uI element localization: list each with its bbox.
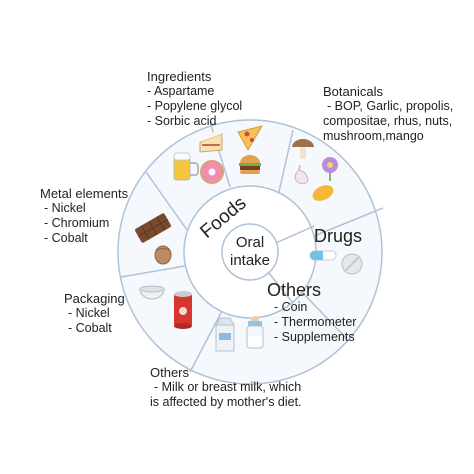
beer-mug-icon (173, 152, 199, 181)
botanicals-item: - BOP, Garlic, propolis, (327, 99, 454, 113)
baby-bottle-icon (246, 316, 264, 349)
packaging-title: Packaging (64, 291, 125, 306)
burger-icon (239, 155, 261, 174)
ingredients-item: - Aspartame (147, 84, 215, 98)
botanicals-item: compositae, rhus, nuts, (323, 114, 453, 128)
metal-elements-item: - Cobalt (44, 231, 88, 245)
tin-can-icon (174, 291, 192, 329)
nut-icon (154, 245, 172, 265)
garlic-icon (294, 164, 309, 185)
botanicals-item: mushroom,mango (323, 129, 424, 143)
ingredients-item: - Popylene glycol (147, 99, 243, 113)
others-bottom-group: Others - Milk or breast milk, which is a… (150, 365, 302, 410)
flower-icon (322, 157, 338, 181)
donut-icon (200, 160, 224, 184)
ingredients-title: Ingredients (147, 69, 212, 84)
capsule-icon (309, 250, 337, 261)
packaging-item: - Cobalt (68, 321, 112, 335)
center-text-line2: intake (230, 252, 270, 269)
others-right-item: - Supplements (274, 330, 355, 344)
mango-icon (312, 185, 334, 201)
mushroom-icon (292, 139, 314, 159)
ingredients-item: - Sorbic acid (147, 114, 217, 128)
drugs-label: Drugs (314, 226, 362, 246)
others-right-item: - Thermometer (274, 315, 357, 329)
chocolate-bar-icon (135, 213, 171, 243)
milk-carton-icon (215, 317, 235, 352)
bowl-icon (139, 285, 165, 300)
metal-elements-item: - Chromium (44, 216, 110, 230)
center-text-line1: Oral (236, 234, 264, 251)
metal-elements-group: Metal elements - Nickel - Chromium - Cob… (40, 186, 128, 246)
others-bottom-item: - Milk or breast milk, which (154, 380, 302, 394)
tablet-icon (341, 253, 363, 275)
packaging-group: Packaging - Nickel - Cobalt (64, 291, 125, 336)
ingredients-group: Ingredients - Aspartame - Popylene glyco… (147, 69, 242, 129)
others-bottom-item: is affected by mother's diet. (150, 395, 302, 409)
pizza-slice-icon (237, 125, 264, 152)
others-right-group: - Coin - Thermometer - Supplements (274, 300, 356, 345)
metal-elements-item: - Nickel (44, 201, 86, 215)
others-bottom-title: Others (150, 365, 190, 380)
botanicals-group: Botanicals - BOP, Garlic, propolis, comp… (323, 84, 453, 144)
cake-slice-icon (199, 132, 223, 153)
others-inner-label: Others (267, 280, 321, 300)
packaging-item: - Nickel (68, 306, 110, 320)
metal-elements-title: Metal elements (40, 186, 129, 201)
inner-dividers (267, 225, 315, 304)
botanicals-title: Botanicals (323, 84, 383, 99)
center-circle (221, 223, 279, 281)
others-right-item: - Coin (274, 300, 308, 314)
